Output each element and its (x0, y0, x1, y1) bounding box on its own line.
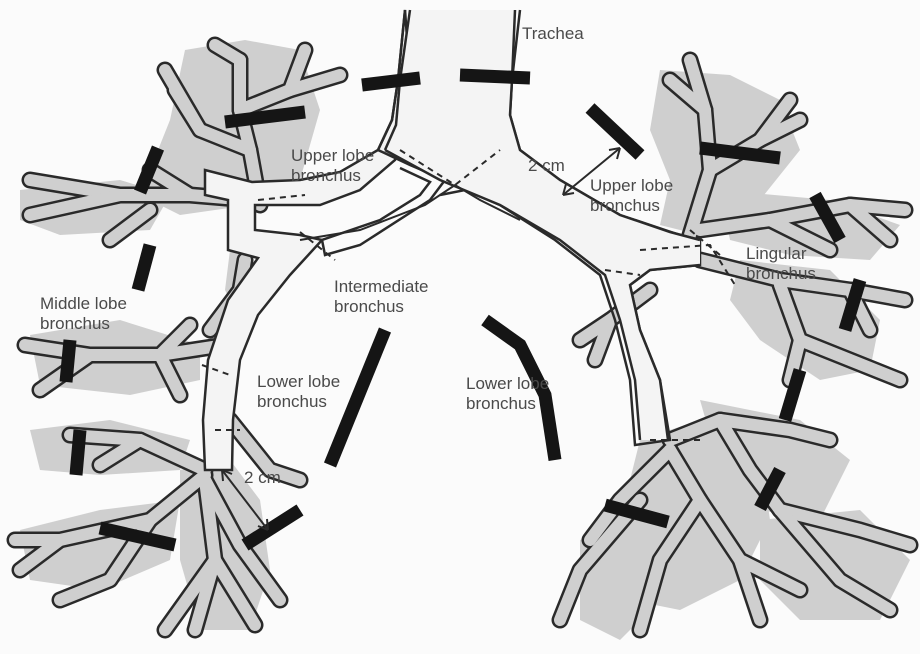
distance-text: 2 cm (528, 156, 565, 176)
lingular-bronchus-label: Lingular bronchus (746, 244, 816, 284)
label-line-1: Intermediate (334, 277, 429, 297)
label-line-1: Lower lobe (466, 374, 549, 394)
label-line-2: bronchus (334, 297, 429, 317)
label-line-2: bronchus (257, 392, 340, 412)
label-line-2: bronchus (590, 196, 673, 216)
label-line-2: bronchus (746, 264, 816, 284)
label-line-2: bronchus (291, 166, 374, 186)
right-lower-lobe-bronchus-label: Lower lobe bronchus (257, 372, 340, 412)
label-line-1: Lower lobe (257, 372, 340, 392)
trachea-label: Trachea (522, 24, 584, 44)
label-line-2: bronchus (40, 314, 127, 334)
label-line-1: Middle lobe (40, 294, 127, 314)
intermediate-bronchus-label: Intermediate bronchus (334, 277, 429, 317)
upper-distance-label: 2 cm (528, 156, 565, 176)
label-line-1: Upper lobe (590, 176, 673, 196)
left-lower-lobe-bronchus-label: Lower lobe bronchus (466, 374, 549, 414)
lower-distance-label: 2 cm (244, 468, 281, 488)
middle-lobe-bronchus-label: Middle lobe bronchus (40, 294, 127, 334)
distance-text: 2 cm (244, 468, 281, 488)
label-line-2: bronchus (466, 394, 549, 414)
left-upper-lobe-bronchus-label: Upper lobe bronchus (590, 176, 673, 216)
right-upper-lobe-bronchus-label: Upper lobe bronchus (291, 146, 374, 186)
trachea-label-text: Trachea (522, 24, 584, 44)
label-line-1: Upper lobe (291, 146, 374, 166)
label-line-1: Lingular (746, 244, 816, 264)
